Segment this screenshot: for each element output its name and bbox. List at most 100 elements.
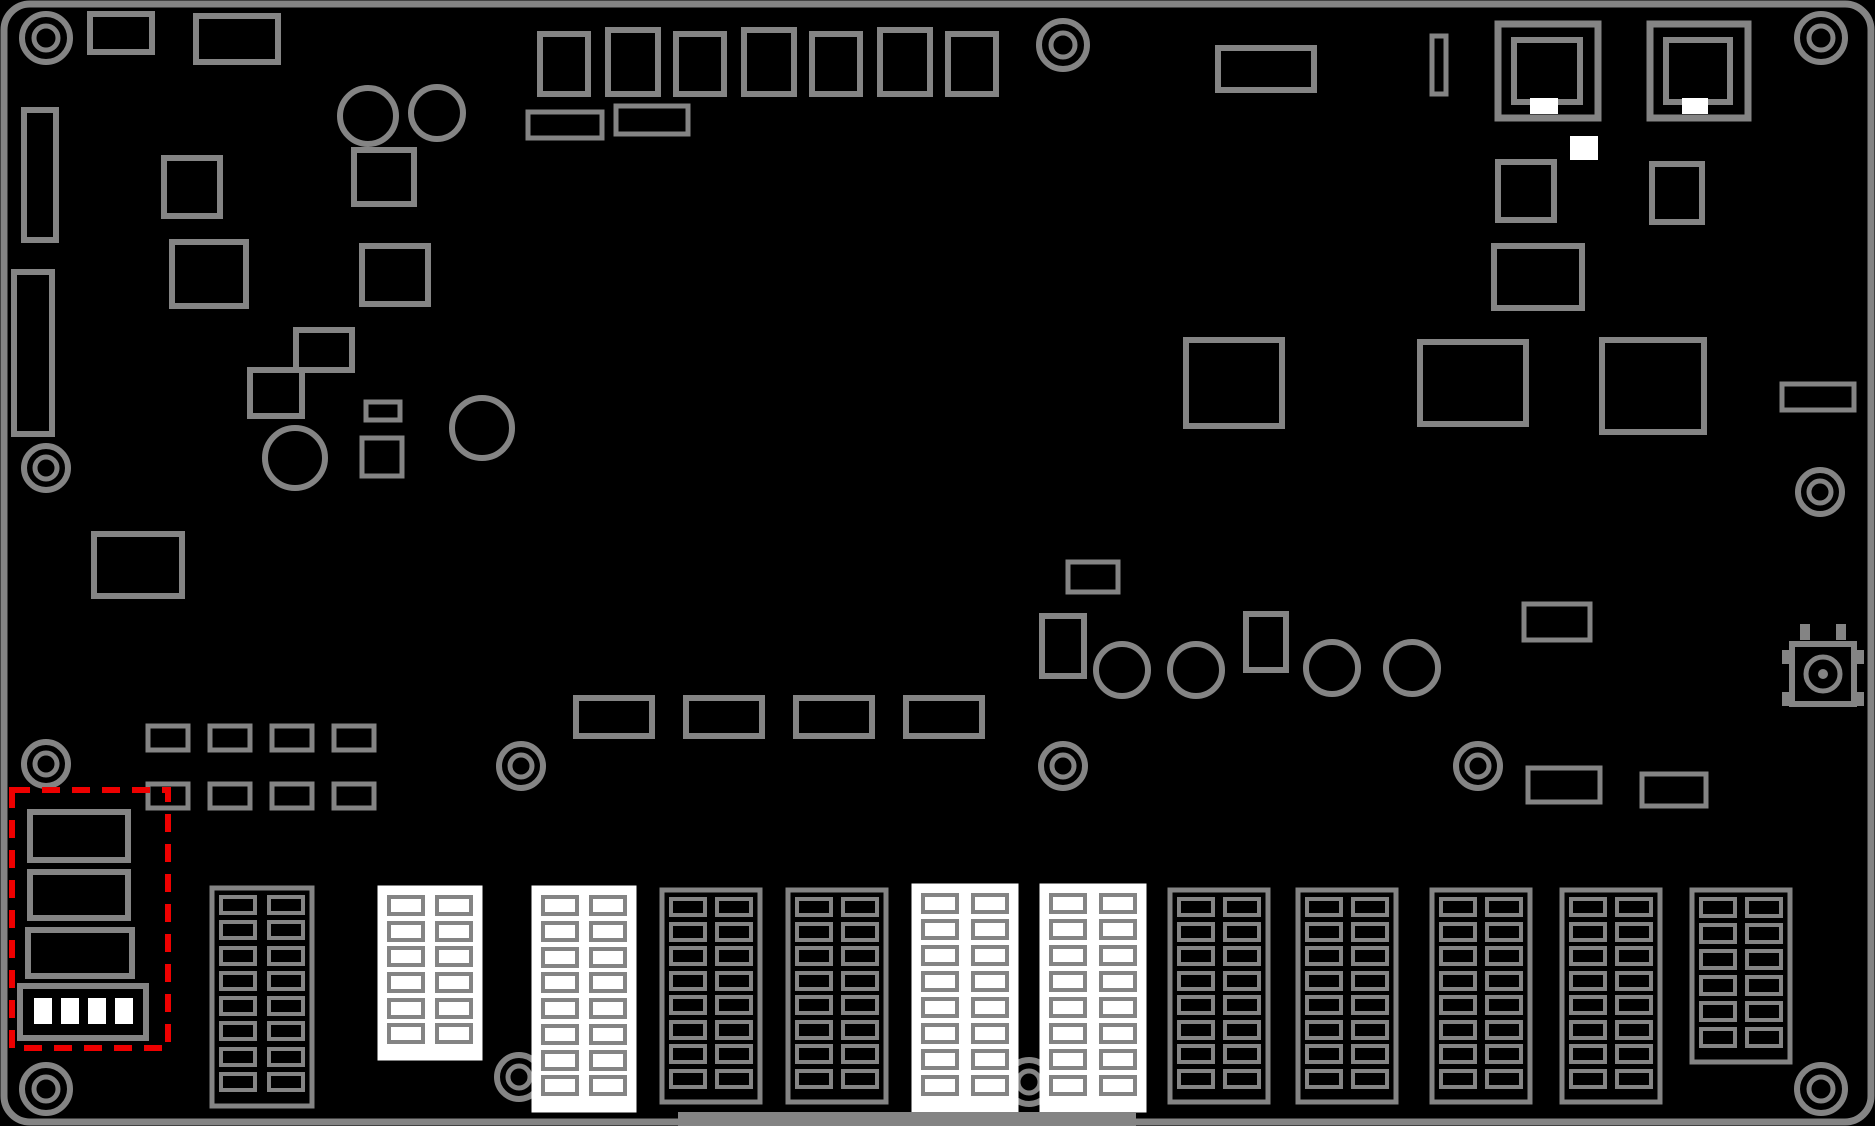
slot-pin xyxy=(1305,1069,1343,1089)
slot-pin xyxy=(1049,893,1087,914)
slot-pin xyxy=(921,971,959,992)
left-edge-slot-b xyxy=(11,269,55,437)
mount-hole xyxy=(19,1062,73,1116)
slot-pin xyxy=(1615,922,1653,942)
slot-pin xyxy=(267,1021,305,1041)
slot-pin xyxy=(1223,995,1261,1015)
mr-circle-a xyxy=(1093,641,1151,699)
slot-pin xyxy=(1049,945,1087,966)
mr-vrect-a xyxy=(1039,613,1087,679)
slot-pin xyxy=(921,997,959,1018)
slot-pin xyxy=(1099,971,1137,992)
hl-port-c xyxy=(25,927,135,979)
slot-pin xyxy=(971,1023,1009,1044)
top-row-sub-a xyxy=(525,109,605,141)
slot-pin xyxy=(387,1023,425,1044)
slot-pin xyxy=(1699,949,1737,970)
top-left-rect-a xyxy=(87,11,155,55)
slot-pin xyxy=(267,920,305,940)
slot-connector-12 xyxy=(1689,887,1793,1065)
rl-rect-a xyxy=(1525,765,1603,805)
slot-pin xyxy=(1305,971,1343,991)
top-row-sub-b xyxy=(613,103,691,137)
hl-port-a xyxy=(27,809,131,863)
top-row-sq-3 xyxy=(673,31,727,97)
tr-rect-a xyxy=(1215,45,1317,93)
slot-pin xyxy=(435,972,473,993)
slot-pin xyxy=(589,972,627,993)
slot-pin xyxy=(921,919,959,940)
slot-pin xyxy=(1351,946,1389,966)
center-row-rect-1 xyxy=(573,695,655,739)
slot-pin xyxy=(1049,1075,1087,1096)
slot-pin xyxy=(1305,922,1343,942)
slot-pin xyxy=(841,946,879,966)
tact-switch-leg xyxy=(1855,692,1864,706)
slot-connector-11 xyxy=(1559,887,1663,1105)
ll-grid-r1-3 xyxy=(269,723,315,753)
slot-pin xyxy=(1099,1049,1137,1070)
slot-pin xyxy=(541,1075,579,1096)
slot-pin xyxy=(1099,919,1137,940)
mount-hole-center xyxy=(505,1063,533,1091)
slot-pin xyxy=(1569,1044,1607,1064)
slot-pin xyxy=(715,1044,753,1064)
slot-connector-5 xyxy=(785,887,889,1105)
slot-pin xyxy=(921,1023,959,1044)
slot-pin xyxy=(669,971,707,991)
slot-pin xyxy=(841,1044,879,1064)
slot-pin xyxy=(1569,922,1607,942)
slot-pin xyxy=(1439,995,1477,1015)
slot-pin xyxy=(1615,995,1653,1015)
ic-socket-b-key-tab xyxy=(1682,98,1708,114)
slot-pin xyxy=(1223,1020,1261,1040)
slot-pin xyxy=(1049,1049,1087,1070)
ul-chip-f xyxy=(247,367,305,419)
slot-pin xyxy=(1699,897,1737,918)
mount-hole-center xyxy=(31,23,61,53)
slot-connector-4 xyxy=(659,887,763,1105)
mr-rect-a xyxy=(1065,559,1121,595)
slot-pin xyxy=(1099,1023,1137,1044)
slot-pin xyxy=(1615,971,1653,991)
slot-pin xyxy=(1485,946,1523,966)
ic-socket-a-outer xyxy=(1494,20,1602,122)
mr-circle-c xyxy=(1303,639,1361,697)
slot-pin xyxy=(387,972,425,993)
slot-pin xyxy=(795,946,833,966)
ll-grid-r2-3 xyxy=(269,781,315,811)
mr-rect-b xyxy=(1521,601,1593,643)
slot-pin xyxy=(1305,946,1343,966)
slot-pin xyxy=(921,1049,959,1070)
slot-pin xyxy=(1177,1044,1215,1064)
left-edge-slot-a xyxy=(21,107,59,243)
top-row-sq-2 xyxy=(605,27,661,97)
slot-connector-8 xyxy=(1167,887,1271,1105)
slot-pin xyxy=(1351,1044,1389,1064)
ll-grid-r2-4 xyxy=(331,781,377,811)
slot-pin xyxy=(1439,971,1477,991)
slot-pin xyxy=(1049,971,1087,992)
slot-pin xyxy=(1699,975,1737,996)
slot-pin xyxy=(1569,995,1607,1015)
slot-pin xyxy=(1439,1020,1477,1040)
center-row-rect-2 xyxy=(683,695,765,739)
pin-header-pin xyxy=(34,998,52,1024)
slot-pin xyxy=(715,971,753,991)
slot-pin xyxy=(541,895,579,916)
rl-rect-b xyxy=(1639,771,1709,809)
ul-chip-b xyxy=(169,239,249,309)
slot-pin xyxy=(921,1075,959,1096)
slot-pin xyxy=(1615,897,1653,917)
slot-pin xyxy=(971,971,1009,992)
slot-pin xyxy=(1485,1044,1523,1064)
slot-pin xyxy=(435,895,473,916)
slot-pin xyxy=(971,1075,1009,1096)
tact-switch-dot xyxy=(1818,669,1828,679)
slot-pin xyxy=(1745,949,1783,970)
slot-pin xyxy=(1099,1075,1137,1096)
slot-pin xyxy=(267,1072,305,1092)
slot-pin xyxy=(219,920,257,940)
slot-pin xyxy=(1745,975,1783,996)
